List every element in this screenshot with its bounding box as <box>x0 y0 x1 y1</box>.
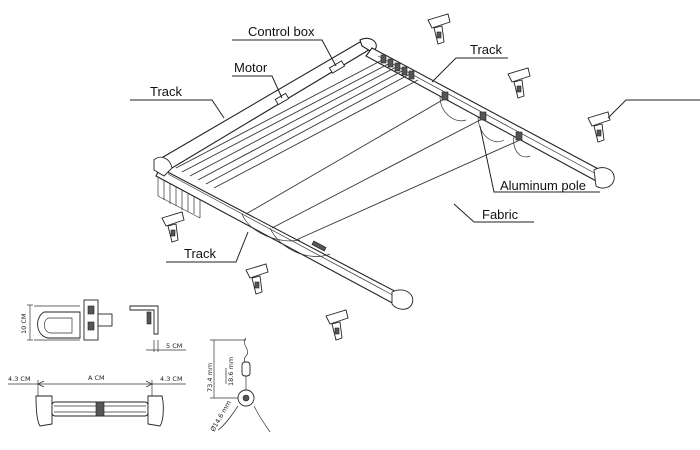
pole-carriers <box>380 54 523 141</box>
front-track-marker <box>311 240 327 252</box>
mounting-brackets <box>161 13 611 341</box>
motor <box>274 92 290 106</box>
label-motor: Motor <box>234 60 268 75</box>
dim-10cm: 10 CM <box>20 314 28 334</box>
bracket-right-1 <box>507 67 531 99</box>
dim-5cm: 5 CM <box>166 342 182 350</box>
detail-end-profile: 10 CM <box>20 299 113 341</box>
label-track-top-left: Track <box>150 84 183 99</box>
bracket-top <box>427 13 451 45</box>
dim-73mm: 73.4 mm <box>206 363 214 392</box>
detail-bracket-profile: 5 CM <box>129 305 186 352</box>
bracket-left-1 <box>161 211 185 243</box>
label-track-bottom: Track <box>184 246 217 261</box>
label-aluminum-pole: Aluminum pole <box>500 178 586 193</box>
label-track-top-right: Track <box>470 42 503 57</box>
bracket-bottom <box>325 309 349 341</box>
fabric-folds <box>157 95 531 257</box>
callouts: Control box Motor Track Track Aluminum p… <box>130 24 700 263</box>
dim-18mm: 18.6 mm <box>227 357 235 386</box>
awning-frame <box>153 37 615 310</box>
bracket-right-2 <box>587 111 611 143</box>
detail-cord-pendant: 73.4 mm 18.6 mm Ø14.6 mm <box>206 337 271 433</box>
bracket-left-2 <box>245 263 269 295</box>
label-fabric: Fabric <box>482 207 519 222</box>
dim-a-cm: A CM <box>88 374 105 382</box>
dim-side-left: 4.3 CM <box>8 375 31 383</box>
track-rail-front <box>155 167 405 307</box>
dim-side-right: 4.3 CM <box>160 375 183 383</box>
track-endcap-right <box>593 167 615 189</box>
detail-width: 4.3 CM A CM 4.3 CM <box>8 374 186 427</box>
track-endcap-front <box>391 289 414 310</box>
aluminum-poles <box>175 57 521 241</box>
label-control-box: Control box <box>248 24 315 39</box>
